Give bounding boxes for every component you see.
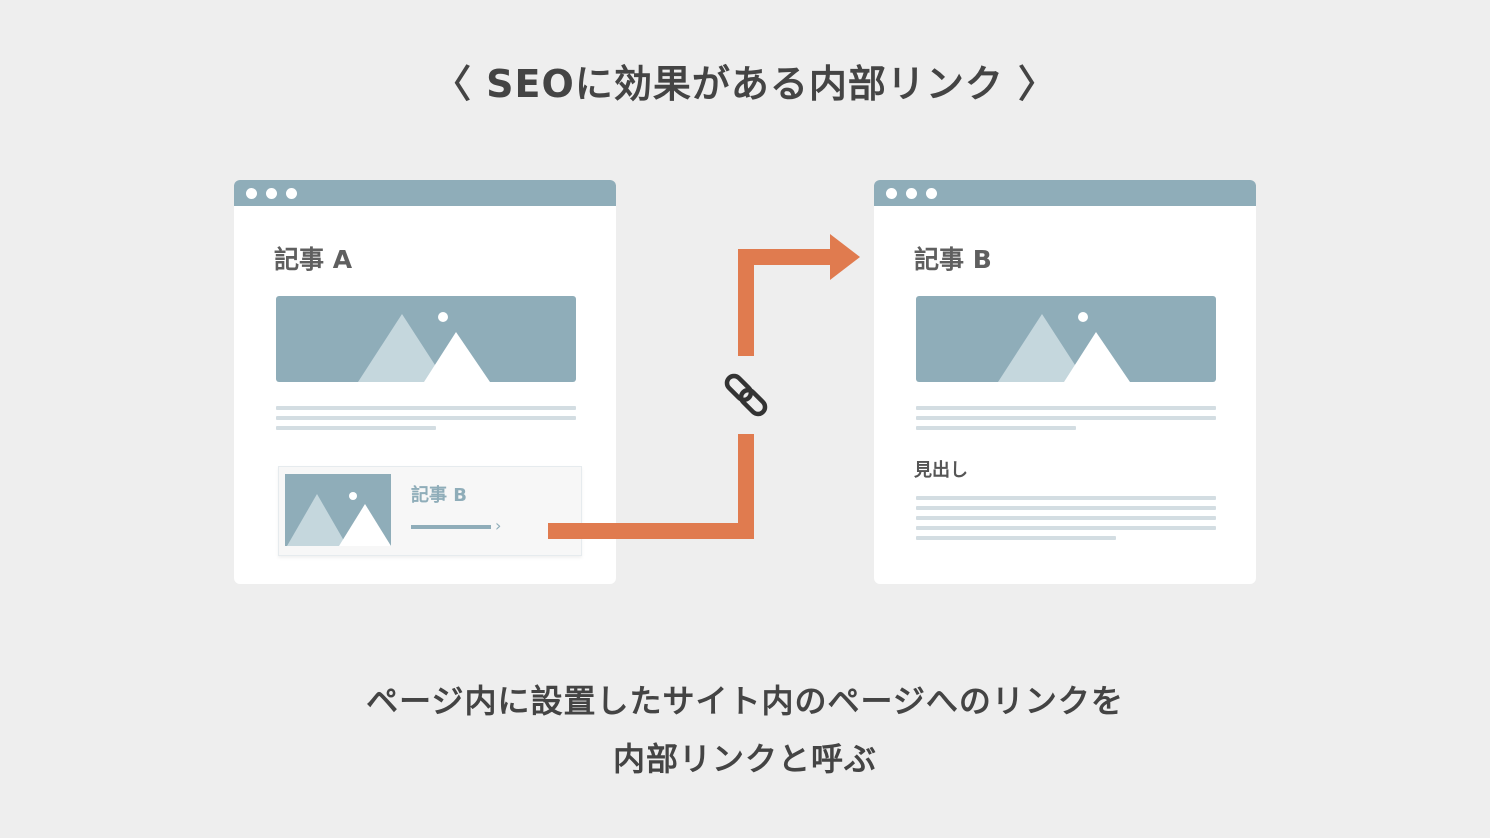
caption: ページ内に設置したサイト内のページへのリンクを 内部リンクと呼ぶ [0,672,1490,788]
article-b-window: 記事 B 見出し [874,180,1256,584]
hero-image-icon [276,296,576,382]
window-dot-icon [286,188,297,199]
article-b-title: 記事 B [914,245,992,274]
caption-line-2: 内部リンクと呼ぶ [612,740,877,778]
chain-link-icon [724,373,768,417]
window-dot-icon [926,188,937,199]
text-line [916,526,1216,530]
text-line [916,416,1216,420]
window-titlebar [874,180,1256,206]
window-dot-icon [266,188,277,199]
window-titlebar [234,180,616,206]
arrow-head-icon [830,234,860,280]
hero-image-icon [916,296,1216,382]
text-line [916,536,1116,540]
text-line [916,426,1076,430]
text-line [916,406,1216,410]
link-card-title: 記事 B [411,485,467,506]
connector-upper-segment [738,249,832,356]
window-dot-icon [886,188,897,199]
article-a-title: 記事 A [274,245,353,274]
internal-link-card[interactable]: 記事 B › [278,466,582,556]
page-title: 〈 SEOに効果がある内部リンク 〉 [432,62,1058,106]
text-line [916,506,1216,510]
connector-lower-segment [548,434,754,539]
text-line [916,516,1216,520]
text-line [276,426,436,430]
link-card-line [411,525,491,529]
article-a-window: 記事 A 記事 B › [234,180,616,584]
section-heading: 見出し [914,460,968,481]
window-dot-icon [246,188,257,199]
chevron-right-icon: › [495,516,502,535]
text-line [916,496,1216,500]
thumbnail-image-icon [285,474,391,546]
text-line [276,416,576,420]
caption-line-1: ページ内に設置したサイト内のページへのリンクを [366,682,1124,720]
window-dot-icon [906,188,917,199]
text-line [276,406,576,410]
